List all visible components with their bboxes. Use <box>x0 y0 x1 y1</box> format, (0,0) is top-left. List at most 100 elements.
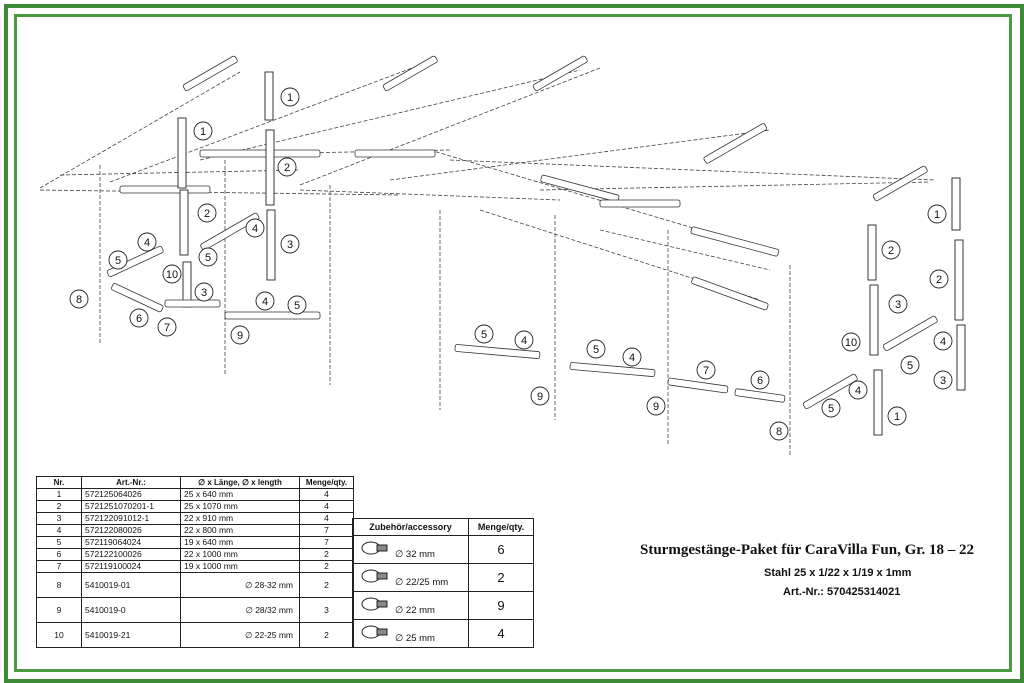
cell-art: 572122091012-1 <box>81 512 181 525</box>
cell-qty: 7 <box>299 536 354 549</box>
accessory-cell: ∅ 25 mm <box>352 619 469 648</box>
storm-poles-left <box>106 71 321 320</box>
callout-number: 2 <box>936 274 942 286</box>
cell-art: 572119100024 <box>81 560 181 573</box>
cell-nr: 8 <box>36 572 82 598</box>
callout-number: 9 <box>237 330 243 342</box>
cell-nr: 1 <box>36 488 82 501</box>
horizontal-bars-middle <box>454 344 786 403</box>
callout-number: 3 <box>895 299 901 311</box>
parts-table: Nr. Art.-Nr.: ∅ x Länge, ∅ x length Meng… <box>36 476 354 648</box>
callout-number: 5 <box>593 344 599 356</box>
callout-circle <box>586 339 606 359</box>
callout-circle <box>696 360 716 380</box>
callout-number: 5 <box>294 300 300 312</box>
clamp-icon <box>361 625 388 639</box>
cell-dim: 19 x 1000 mm <box>180 560 300 573</box>
callout-number: 1 <box>894 411 900 423</box>
cell-nr: 6 <box>36 548 82 561</box>
callout-number: 2 <box>204 208 210 220</box>
callout-circle <box>277 157 297 177</box>
callout-circle <box>197 203 217 223</box>
callout-number: 5 <box>481 329 487 341</box>
callout-number: 9 <box>537 391 543 403</box>
cell-qty: 4 <box>299 500 354 513</box>
callout-circle <box>929 269 949 289</box>
callout-circle <box>287 295 307 315</box>
callout-number: 4 <box>855 385 861 397</box>
header-qty: Menge/qty. <box>299 476 354 489</box>
cell-qty: 3 <box>299 597 354 623</box>
cell-dim: ∅ 22-25 mm <box>180 622 300 648</box>
callout-number: 10 <box>166 269 178 281</box>
callout-circle <box>193 121 213 141</box>
callout-number: 6 <box>757 375 763 387</box>
roof-rafters <box>39 64 936 301</box>
callout-number: 3 <box>201 287 207 299</box>
accessory-dim: ∅ 25 mm <box>395 633 435 644</box>
cell-art: 5721251070201-1 <box>81 500 181 513</box>
callout-number: 4 <box>940 336 946 348</box>
accessory-cell: ∅ 22 mm <box>352 591 469 620</box>
accessory-dim: ∅ 22/25 mm <box>395 577 449 588</box>
callout-circle <box>900 355 920 375</box>
callout-circle <box>280 234 300 254</box>
table-row: ∅ 25 mm 4 <box>352 619 534 648</box>
cell-qty: 2 <box>299 560 354 573</box>
accessory-dim: ∅ 22 mm <box>395 605 435 616</box>
header-acc-qty: Menge/qty. <box>468 518 534 536</box>
callout-number: 9 <box>653 401 659 413</box>
accessory-qty: 9 <box>468 591 534 620</box>
cell-qty: 7 <box>299 524 354 537</box>
cell-art: 572125064026 <box>81 488 181 501</box>
callout-number: 4 <box>629 352 635 364</box>
cell-qty: 4 <box>299 488 354 501</box>
accessory-qty: 6 <box>468 535 534 564</box>
callout-number: 7 <box>703 365 709 377</box>
callout-circle <box>750 370 770 390</box>
callout-circle <box>230 325 250 345</box>
cell-art: 572122100026 <box>81 548 181 561</box>
cell-nr: 5 <box>36 536 82 549</box>
cell-nr: 4 <box>36 524 82 537</box>
callout-circle <box>646 396 666 416</box>
callout-number: 1 <box>287 92 293 104</box>
callout-circle <box>530 386 550 406</box>
accessory-cell: ∅ 32 mm <box>352 535 469 564</box>
storm-poles-right <box>802 177 966 436</box>
callout-circle <box>474 324 494 344</box>
callout-circle <box>245 218 265 238</box>
callout-number: 4 <box>144 237 150 249</box>
callout-circle <box>157 317 177 337</box>
callout-circle <box>821 398 841 418</box>
header-art: Art.-Nr.: <box>81 476 181 489</box>
callout-circle <box>194 282 214 302</box>
callout-number: 7 <box>164 322 170 334</box>
article-number: Art.-Nr.: 570425314021 <box>783 586 901 598</box>
accessory-qty: 4 <box>468 619 534 648</box>
outer-frame <box>4 4 1024 683</box>
callout-number: 3 <box>287 239 293 251</box>
callout-circle <box>881 240 901 260</box>
cell-dim: 22 x 910 mm <box>180 512 300 525</box>
accessory-dim: ∅ 32 mm <box>395 549 435 560</box>
callout-number: 5 <box>828 403 834 415</box>
cell-nr: 3 <box>36 512 82 525</box>
callout-circle <box>933 331 953 351</box>
table-row: ∅ 22 mm 9 <box>352 591 534 620</box>
cell-dim: 25 x 640 mm <box>180 488 300 501</box>
callout-number: 8 <box>76 294 82 306</box>
callout-number: 2 <box>284 162 290 174</box>
upright-poles <box>99 160 791 455</box>
